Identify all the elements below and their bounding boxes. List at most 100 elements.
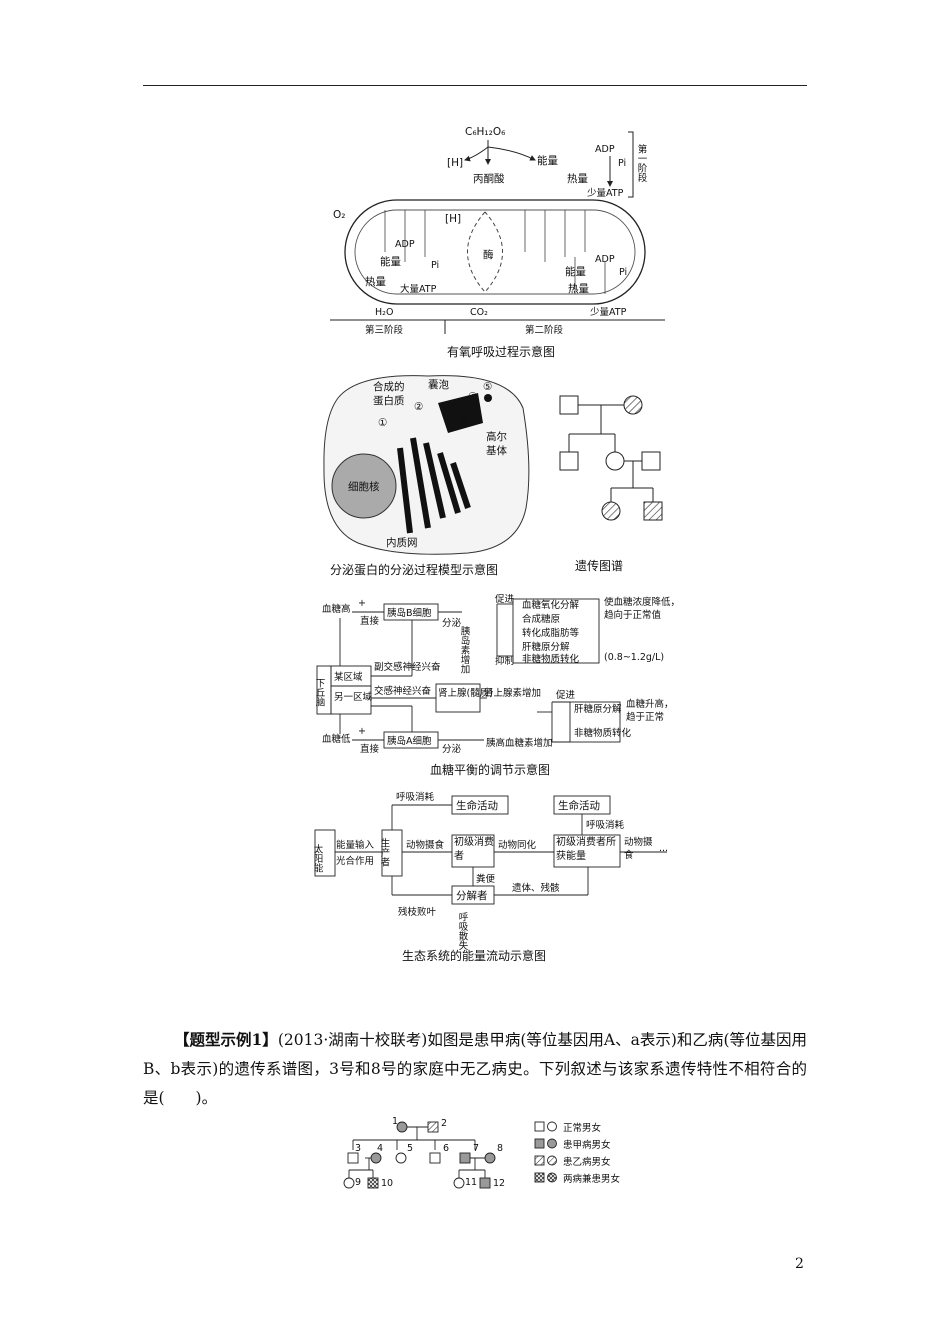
top-rule	[143, 85, 807, 86]
marker-4: ④	[468, 391, 477, 403]
heat-label-2: 热量	[365, 275, 386, 288]
life-box-1: 生命活动	[456, 799, 498, 812]
producer-label: 生产者	[379, 837, 391, 867]
secrete-label-1: 分泌	[442, 617, 462, 629]
eat-label: 动物摄食	[406, 839, 445, 851]
question-tag: 【题型示例1】	[174, 1030, 278, 1049]
question-pedigree: 1 2 3 4 5 6 7 8 9 10 11 12 正常男女 患甲病男女 患乙…	[343, 1116, 620, 1189]
legend-both: 两病兼患男女	[563, 1173, 620, 1185]
ped-id-2: 2	[441, 1118, 447, 1129]
question-paragraph: 【题型示例1】(2013·湖南十校联考)如图是患甲病(等位基因用A、a表示)和乙…	[143, 1025, 807, 1113]
adrenaline-label: 肾上腺素增加	[484, 687, 541, 699]
a-cell-label: 胰岛A细胞	[387, 735, 432, 747]
remains-label: 遗体、残骸	[512, 882, 560, 894]
adrenal-label: 肾上腺(髓质)	[438, 687, 493, 699]
small-atp-label-2: 少量ATP	[590, 307, 627, 318]
legend-disease-b: 患乙病男女	[563, 1156, 611, 1168]
insulin-label: 胰岛素增加	[459, 625, 471, 674]
ped-id-1: 1	[392, 1116, 398, 1127]
legend-disease-a: 患甲病男女	[563, 1139, 611, 1151]
low-sugar-label: 血糖低	[322, 733, 351, 745]
photosynthesis-label: 光合作用	[336, 855, 374, 867]
fig5-caption: 生态系统的能量流动示意图	[402, 948, 546, 963]
fig1-caption: 有氧呼吸过程示意图	[447, 344, 555, 359]
ped-id-3: 3	[355, 1143, 361, 1154]
result2-item-1: 肝糖原分解	[574, 703, 622, 715]
primary-energy-box: 初级消费者所获能量	[556, 837, 616, 862]
adp-label-3: ADP	[595, 254, 615, 265]
h2o-label: H₂O	[375, 307, 393, 318]
aerobic-respiration-figure: C₆H₁₂O₆ [H] 丙酮酸 能量 ADP Pi 热量 少量ATP 第一阶段 …	[330, 126, 665, 359]
promote-item-2: 合成糖原	[522, 613, 560, 625]
golgi-label-2: 基体	[486, 444, 507, 457]
plus-1: +	[358, 598, 366, 609]
result1-text: 使血糖浓度降低，趋向于正常值	[604, 597, 681, 621]
pi-label-3: Pi	[619, 267, 627, 278]
energy-label-1: 能量	[537, 154, 558, 167]
inhibit-item-1: 肝糖原分解	[522, 641, 570, 653]
promote-item-1: 血糖氧化分解	[522, 599, 580, 611]
plus-2: +	[358, 726, 366, 737]
dots-label: ···	[659, 846, 668, 857]
co2-label: CO₂	[470, 307, 488, 318]
adp-label-1: ADP	[595, 144, 615, 155]
fig4-caption: 血糖平衡的调节示意图	[430, 762, 550, 777]
stage3-label: 第三阶段	[365, 324, 404, 336]
energy-label-3: 能量	[565, 265, 586, 278]
pi-label-2: Pi	[431, 260, 439, 271]
golgi-label: 高尔	[486, 430, 507, 443]
stage1-label: 第一阶段	[636, 143, 648, 183]
inhibit-item-2: 非糖物质转化	[522, 653, 580, 665]
primary-box: 初级消费者	[454, 837, 494, 862]
resp-loss-label: 呼吸散失	[457, 912, 469, 951]
high-sugar-label: 血糖高	[322, 603, 351, 615]
assimilation-label: 动物同化	[498, 839, 537, 851]
sun-label: 太阳能	[312, 843, 323, 873]
result2-text: 血糖升高，趋于正常	[626, 699, 674, 723]
marker-1: ①	[378, 417, 387, 429]
parasympathetic-label: 副交感神经兴奋	[374, 661, 441, 673]
enzyme-label: 酶	[483, 248, 494, 261]
question-source: (2013·湖南十校联考)	[277, 1031, 428, 1049]
marker-3: ③	[458, 415, 467, 427]
small-atp-label-1: 少量ATP	[587, 188, 624, 199]
legend-normal: 正常男女	[563, 1122, 601, 1134]
promote-label-2: 促进	[556, 689, 576, 701]
nucleus-label: 细胞核	[348, 480, 380, 493]
page-number: 2	[795, 1256, 804, 1272]
decomposer-box: 分解者	[456, 889, 488, 902]
h-label-1: [H]	[447, 157, 463, 169]
ped-id-12: 12	[493, 1178, 505, 1189]
fig3-caption: 遗传图谱	[575, 558, 623, 573]
ped-id-4: 4	[377, 1143, 383, 1154]
sympathetic-label: 交感神经兴奋	[374, 685, 432, 697]
pedigree-figure: 遗传图谱	[559, 395, 663, 573]
life-box-2: 生命活动	[558, 799, 600, 812]
energy-flow-figure: 太阳能 能量输入 光合作用 生产者 呼吸消耗 生命活动 生命活动 呼吸消耗 动物…	[312, 791, 668, 963]
ped-id-6: 6	[443, 1143, 449, 1154]
marker-2: ②	[414, 401, 423, 413]
pi-label-1: Pi	[618, 158, 626, 169]
ped-id-11: 11	[465, 1177, 477, 1188]
heat-label-1: 热量	[567, 172, 588, 185]
direct-label-1: 直接	[360, 615, 380, 627]
adp-label-2: ADP	[395, 239, 415, 250]
glucose-label: C₆H₁₂O₆	[465, 126, 505, 138]
ped-id-9: 9	[355, 1177, 361, 1188]
protein-label-2: 蛋白质	[373, 394, 405, 407]
heat-label-3: 热量	[568, 282, 589, 295]
direct-label-2: 直接	[360, 743, 380, 755]
promote-label-1: 促进	[495, 594, 515, 605]
animal-eat-label: 动物摄食	[624, 837, 653, 861]
fig2-caption: 分泌蛋白的分泌过程模型示意图	[330, 562, 498, 577]
result1-range: (0.8~1.2g/L)	[604, 652, 664, 663]
vesicle-label: 囊泡	[428, 378, 449, 391]
question-text: 如图是患甲病(等位基因用A、a表示)和乙病(等位基因用B、b表示)的遗传系谱图，…	[143, 1031, 808, 1107]
inhibit-label: 抑制	[495, 655, 514, 667]
blood-sugar-figure: 血糖高 血糖低 + 直接 + 直接 胰岛B细胞 胰岛A细胞 分泌 分泌 胰岛素增…	[314, 594, 681, 777]
pyruvate-label: 丙酮酸	[473, 172, 505, 185]
stage2-label: 第二阶段	[525, 324, 564, 336]
resp-use-label-1: 呼吸消耗	[396, 791, 435, 803]
marker-5: ⑤	[483, 381, 492, 393]
b-cell-label: 胰岛B细胞	[387, 607, 432, 619]
